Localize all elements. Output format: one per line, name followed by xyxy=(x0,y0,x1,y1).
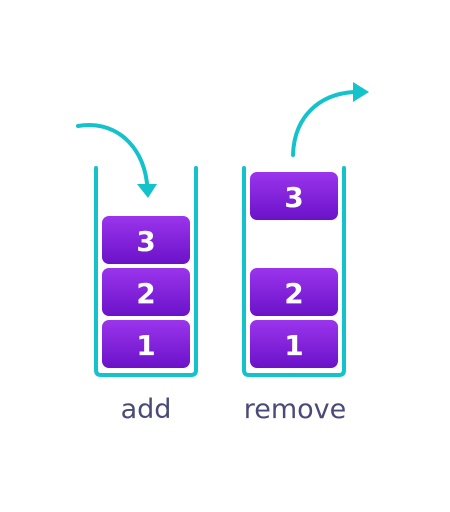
add-stack-container xyxy=(94,166,198,377)
push-arrow-icon xyxy=(76,123,149,185)
block-label: 2 xyxy=(284,277,303,310)
add-stack: 3 2 1 add xyxy=(76,123,198,425)
pop-arrow-head-icon xyxy=(353,82,369,102)
add-stack-block: 3 xyxy=(102,216,190,264)
remove-caption: remove xyxy=(244,394,347,425)
add-stack-block: 2 xyxy=(102,268,190,316)
block-label: 3 xyxy=(284,181,303,214)
remove-stack-block-lifted: 3 xyxy=(250,172,338,220)
pop-arrow-icon xyxy=(291,90,356,157)
remove-stack-block: 1 xyxy=(250,320,338,368)
block-label: 3 xyxy=(136,225,155,258)
add-caption: add xyxy=(121,394,172,425)
remove-stack-block: 2 xyxy=(250,268,338,316)
block-label: 1 xyxy=(136,329,155,362)
remove-stack: 3 2 1 remove xyxy=(242,82,369,425)
add-stack-block: 1 xyxy=(102,320,190,368)
push-arrow-head-icon xyxy=(137,184,157,198)
block-label: 2 xyxy=(136,277,155,310)
remove-stack-container xyxy=(242,166,346,377)
block-label: 1 xyxy=(284,329,303,362)
